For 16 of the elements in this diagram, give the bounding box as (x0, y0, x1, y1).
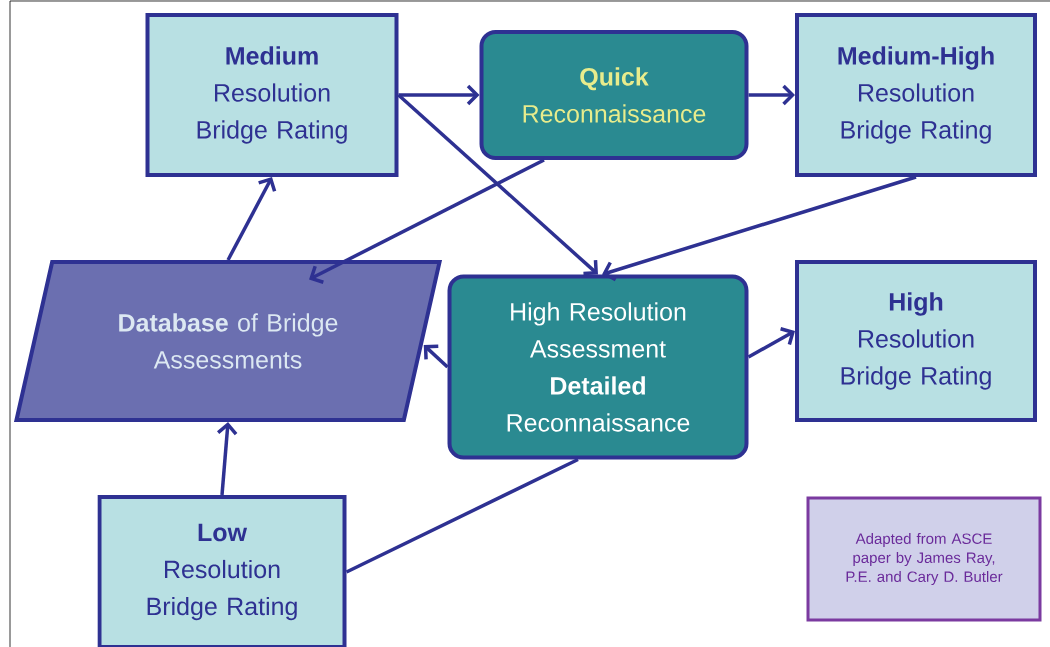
arrow (748, 84, 795, 106)
arrow (309, 158, 545, 284)
arrow (397, 93, 598, 276)
arrow (217, 422, 238, 496)
process-box: Medium-High Resolution Bridge Rating (795, 13, 1037, 177)
process-box: High Resolution Assessment Detailed Reconnaissance (447, 274, 749, 460)
arrow (398, 84, 480, 106)
arrow (423, 344, 449, 369)
process-box: High Resolution Bridge Rating (795, 260, 1037, 422)
arrow (747, 327, 795, 359)
process-box: Low Resolution Bridge Rating (97, 495, 347, 647)
note-box: Adapted from ASCE paper by James Ray, P.E. and Cary D. Butler (806, 496, 1042, 622)
process-box: Quick Reconnaissance (479, 30, 749, 160)
arrow (226, 177, 277, 261)
arrow (602, 175, 917, 282)
process-box: Medium Resolution Bridge Rating (145, 13, 399, 177)
